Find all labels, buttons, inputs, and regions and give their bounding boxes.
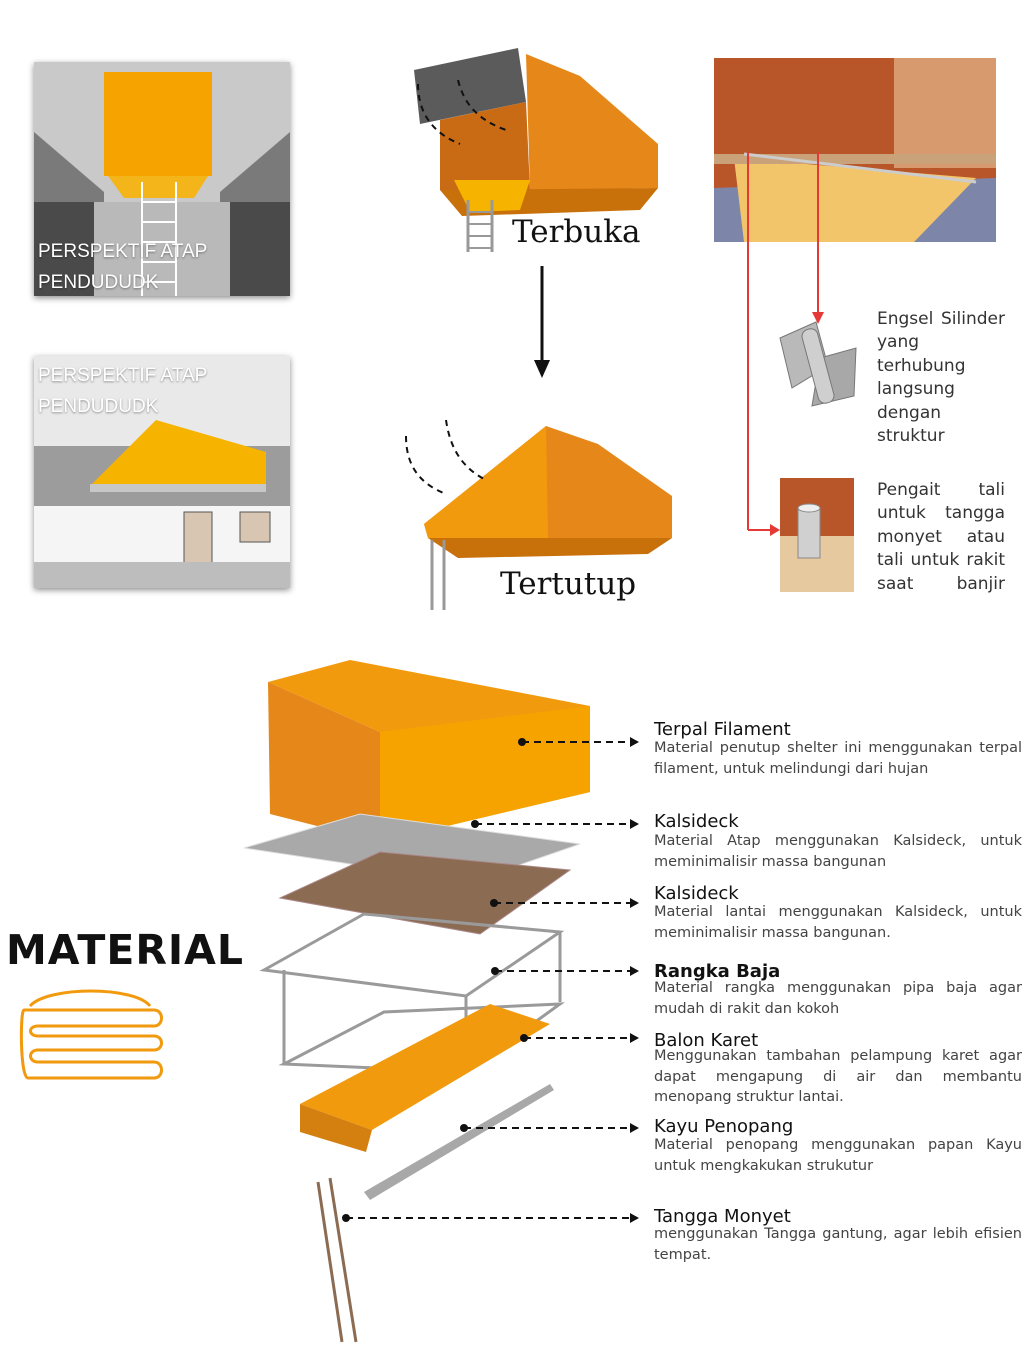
material-desc-rubber-balloon: Menggunakan tambahan pelampung karet aga… (654, 1048, 1022, 1105)
material-desc-monkey-ladder: menggunakan Tangga gantung, agar lebih e… (654, 1226, 1022, 1263)
open-to-closed-arrow (534, 266, 550, 378)
material-title-rubber-balloon: Balon Karet (654, 1030, 759, 1051)
state-label-closed: Tertutup (500, 566, 637, 602)
closed-shelter-illustration (405, 419, 672, 610)
hook-note: Pengait tali untuk tangga monyet atau ta… (877, 480, 1005, 594)
panel-label-top: PERSPEKTIF ATAP PENDUDUDK (38, 241, 207, 293)
material-title-steel-frame: Rangka Baja (654, 961, 781, 982)
material-layers-icon (19, 989, 163, 1080)
cylinder-hinge-illustration (779, 321, 857, 407)
material-desc-floor-kalsideck: Material lantai menggunakan Kalsideck, u… (654, 904, 1022, 941)
material-heading: MATERIAL (6, 926, 245, 974)
material-title-floor-kalsideck: Kalsideck (654, 883, 739, 904)
exploded-layers-illustration (243, 660, 590, 1343)
open-shelter-illustration (414, 48, 658, 252)
rope-hook-photo (780, 478, 854, 592)
perspective-panel-top: PERSPEKTIF ATAP PENDUDUDK (34, 62, 290, 296)
panel-label-mid: PERSPEKTIF ATAP PENDUDUDK (38, 365, 207, 417)
detail-pointer-arrows (747, 152, 824, 536)
material-title-wood-support: Kayu Penopang (654, 1116, 794, 1137)
material-desc-steel-frame: Material rangka menggunakan pipa baja ag… (654, 980, 1022, 1017)
state-label-open: Terbuka (512, 214, 641, 250)
roof-top-view-illustration (34, 62, 290, 296)
perspective-panel-mid: PERSPEKTIF ATAP PENDUDUDK (34, 356, 290, 588)
material-desc-roof-kalsideck: Material Atap menggunakan Kalsideck, unt… (654, 833, 1022, 870)
material-title-roof-kalsideck: Kalsideck (654, 811, 739, 832)
material-title-monkey-ladder: Tangga Monyet (654, 1206, 791, 1227)
hinge-note: Engsel Silinder yang terhubung langsung … (877, 309, 1005, 447)
material-desc-wood-support: Material penopang menggunakan papan Kayu… (654, 1137, 1022, 1174)
material-desc-tarp: Material penutup shelter ini menggunakan… (654, 740, 1022, 777)
material-title-tarp: Terpal Filament (654, 719, 791, 740)
interior-detail-photo (714, 58, 996, 242)
house-elevation-illustration (34, 356, 290, 588)
